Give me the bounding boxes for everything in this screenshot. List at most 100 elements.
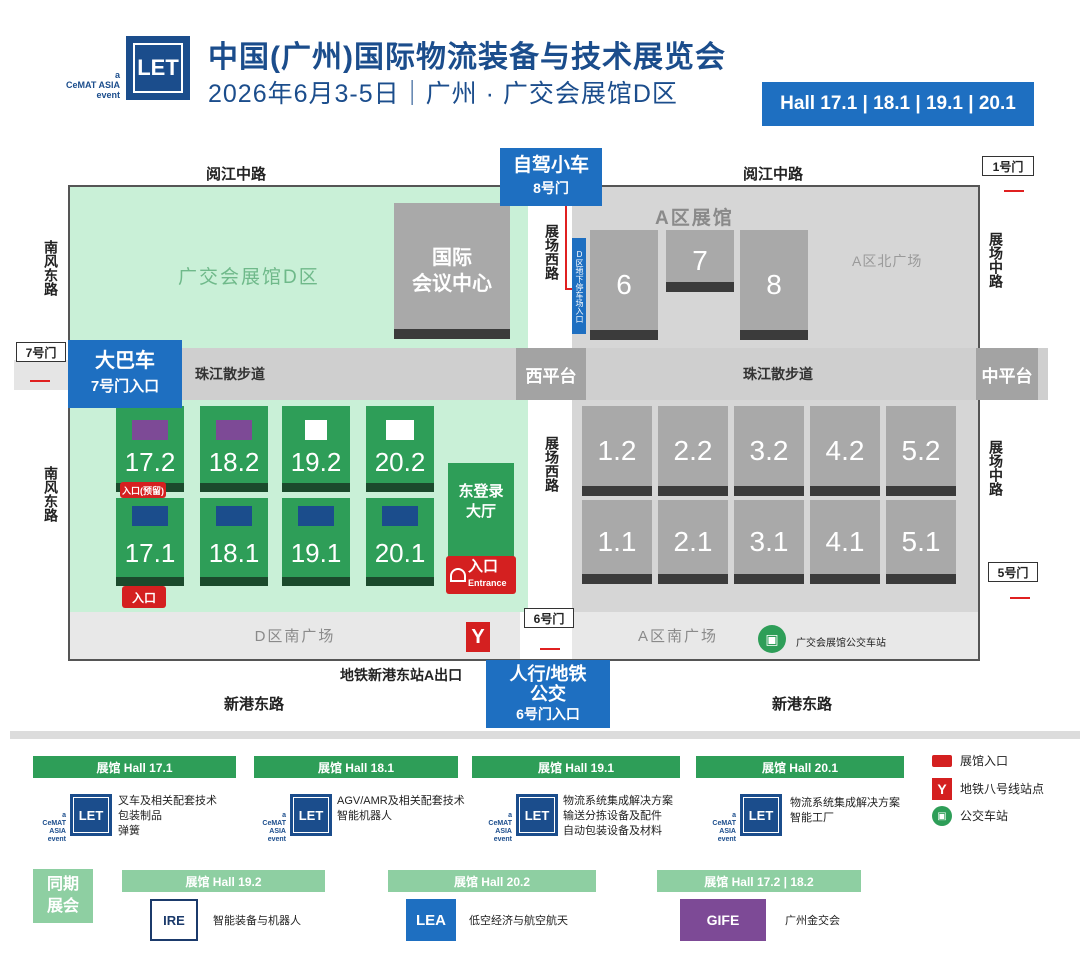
bus-station-icon: ▣ (758, 625, 786, 653)
road-west-top: 南风东路 (43, 240, 59, 296)
legend-let-logo: LET (740, 794, 782, 836)
lea-logo: LEA (406, 899, 456, 941)
road-west-bottom: 南风东路 (43, 466, 59, 522)
car-gate-8-label: 自驾小车 8号门 (500, 148, 602, 206)
gate-1-marker (1004, 190, 1024, 192)
conference-center: 国际 会议中心 (394, 203, 510, 339)
hall-a-1-2: 1.2 (582, 406, 652, 496)
gife-mini-logo (216, 420, 252, 440)
hall-d-17-1[interactable]: 17.1 (116, 498, 184, 586)
hall-d-19-2[interactable]: 19.2 (282, 406, 350, 492)
legend-hall-17-1-head: 展馆 Hall 17.1 (33, 756, 236, 778)
hall-a-3-2: 3.2 (734, 406, 804, 496)
legend-hall-18-1-text: AGV/AMR及相关配套技术智能机器人 (337, 795, 465, 822)
legend-hall-19-1-text: 物流系统集成解决方案输送分拣设备及配件自动包装设备及材料 (563, 795, 673, 837)
east-lobby: 东登录 大厅 (448, 463, 514, 571)
key-metro-icon: Y (932, 778, 952, 800)
hall-d-17-2[interactable]: 17.2 (116, 406, 184, 492)
hall-a-8: 8 (740, 230, 808, 340)
legend-hall-20-1-head: 展馆 Hall 20.1 (696, 756, 904, 778)
let-mini-logo (216, 506, 252, 526)
hall-a-5-1: 5.1 (886, 500, 956, 584)
zone-d-label: 广交会展馆D区 (178, 267, 320, 288)
hall-a-6: 6 (590, 230, 658, 340)
page-title: 中国(广州)国际物流装备与技术展览会 (208, 41, 726, 74)
key-bus-label: 公交车站 (960, 809, 1009, 823)
hall-a-2-2: 2.2 (658, 406, 728, 496)
entry-reserved[interactable]: 入口(预留) (120, 482, 166, 498)
hall-d-20-2[interactable]: 20.2 (366, 406, 434, 492)
parking-entrance: D区地下停车场入口 (572, 238, 586, 334)
road-south-right: 新港东路 (772, 696, 833, 713)
road-north-left: 阅江中路 (206, 166, 267, 183)
hall-a-3-1: 3.1 (734, 500, 804, 584)
east-lobby-entrance[interactable]: 入口 Entrance (446, 556, 516, 594)
mid-platform: 中平台 (976, 348, 1038, 400)
entry-17-1[interactable]: 入口 (122, 586, 166, 608)
legend-hall-19-2-text: 智能装备与机器人 (213, 915, 301, 927)
gate-5-marker (1010, 597, 1030, 599)
gife-mini-logo (132, 420, 168, 440)
let-mini-logo (382, 506, 418, 526)
hall-a-4-2: 4.2 (810, 406, 880, 496)
hall-d-19-1[interactable]: 19.1 (282, 498, 350, 586)
legend-let-logo: LET (70, 794, 112, 836)
legend-hall-19-2-head: 展馆 Hall 19.2 (122, 870, 325, 892)
key-metro-label: 地铁八号线站点 (960, 782, 1045, 796)
road-north-right: 阅江中路 (743, 166, 804, 183)
west-platform: 西平台 (516, 348, 586, 400)
legend-hall-20-1-text: 物流系统集成解决方案智能工厂 (790, 797, 900, 824)
walkway-right: 珠江散步道 (580, 348, 976, 400)
gife-logo: GIFE (680, 899, 766, 941)
metro-icon: Y (466, 622, 490, 652)
page-subtitle: 2026年6月3-5日｜广州 · 广交会展馆D区 (208, 80, 678, 108)
legend-let-logo: LET (290, 794, 332, 836)
cemat-asia-tag: a CeMAT ASIA event (66, 70, 120, 100)
road-mid-bottom: 展场西路 (544, 436, 560, 492)
key-entrance-label: 展馆入口 (960, 754, 1009, 768)
zone-a-label: A区展馆 (655, 208, 734, 229)
legend-hall-18-1-head: 展馆 Hall 18.1 (254, 756, 458, 778)
pedestrian-gate-6-label: 人行/地铁 公交 6号门入口 (486, 660, 610, 728)
let-mini-logo (132, 506, 168, 526)
legend-hall-17-1-text: 叉车及相关配套技术包装制品弹簧 (118, 795, 217, 837)
bus-station-label: 广交会展馆公交车站 (796, 638, 886, 649)
a-north-plaza-label: A区北广场 (852, 253, 923, 269)
legend-hall-17-2-head: 展馆 Hall 17.2 | 18.2 (657, 870, 861, 892)
legend-hall-20-2-text: 低空经济与航空航天 (469, 915, 568, 927)
hall-d-20-1[interactable]: 20.1 (366, 498, 434, 586)
road-mid-top: 展场西路 (544, 224, 560, 280)
hall-d-18-1[interactable]: 18.1 (200, 498, 268, 586)
gate-1: 1号门 (982, 156, 1034, 176)
concurrent-expos-badge: 同期 展会 (33, 869, 93, 923)
hall-d-18-2[interactable]: 18.2 (200, 406, 268, 492)
section-divider (10, 731, 1080, 739)
gate-7: 7号门 (16, 342, 66, 362)
entrance-icon (450, 568, 466, 582)
d-south-plaza: D区南广场 (70, 612, 520, 659)
hall-a-4-1: 4.1 (810, 500, 880, 584)
legend-let-logo: LET (516, 794, 558, 836)
hall-a-7: 7 (666, 230, 734, 292)
hall-a-2-1: 2.1 (658, 500, 728, 584)
legend-hall-17-2-text: 广州金交会 (785, 915, 840, 927)
gate-6: 6号门 (524, 608, 574, 628)
legend-hall-19-1-head: 展馆 Hall 19.1 (472, 756, 680, 778)
key-bus-icon: ▣ (932, 806, 952, 826)
lea-mini-logo (386, 420, 414, 440)
parking-marker-line (565, 205, 567, 290)
metro-exit-label: 地铁新港东站A出口 (340, 667, 463, 683)
legend-hall-20-2-head: 展馆 Hall 20.2 (388, 870, 596, 892)
let-mini-logo (298, 506, 334, 526)
parking-marker-line-h (565, 288, 577, 290)
bus-gate-7-label: 大巴车 7号门入口 (68, 340, 182, 408)
gate-7-marker (30, 380, 50, 382)
key-entrance-icon (932, 755, 952, 767)
ire-mini-logo (305, 420, 327, 440)
ire-logo: IRE (150, 899, 198, 941)
let-logo-text: LET (133, 43, 183, 93)
